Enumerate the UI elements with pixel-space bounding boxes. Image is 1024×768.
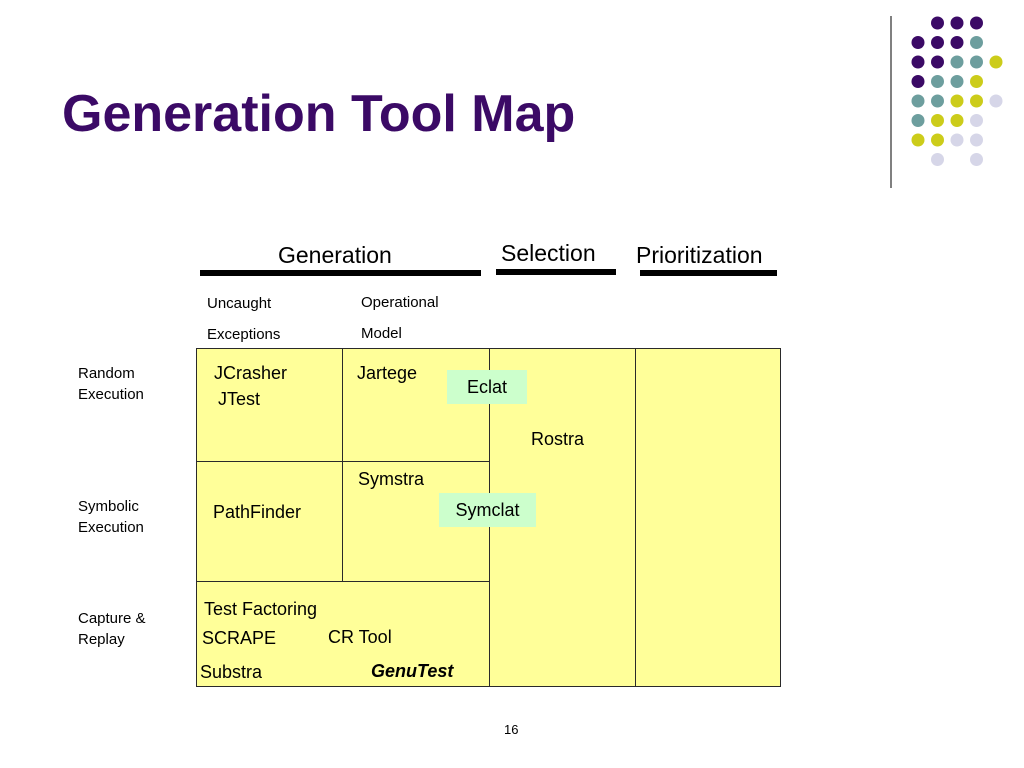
tool-cr-tool: CR Tool (328, 627, 392, 647)
decorative-dot (931, 94, 944, 108)
tool-test-factoring: Test Factoring (204, 599, 318, 619)
decorative-dot (931, 114, 944, 127)
row-label-capture-replay: Capture & Replay (78, 608, 146, 650)
decorative-dot (931, 55, 944, 69)
tool-genutest: GenuTest (371, 661, 454, 681)
decorative-dot (931, 36, 944, 49)
column-bar-selection (496, 269, 616, 275)
decorative-dot (950, 55, 964, 69)
tool-jartege: Jartege (357, 363, 418, 383)
decorative-dot (911, 94, 925, 108)
row-label-line: Execution (78, 519, 144, 536)
decorative-dot (911, 55, 925, 69)
decorative-dot (931, 133, 944, 147)
row-label-line: Random (78, 365, 135, 382)
tool-symstra: Symstra (358, 469, 425, 489)
decorative-dot (950, 133, 964, 147)
subheader-operational-line1: Operational (361, 294, 439, 311)
decorative-divider-line (890, 16, 892, 188)
slide-title: Generation Tool Map (62, 85, 576, 143)
decorative-dot (989, 55, 1003, 69)
decorative-dot (970, 36, 983, 49)
tool-eclat: Eclat (447, 370, 527, 404)
decorative-dot (911, 75, 925, 88)
tool-substra: Substra (200, 662, 263, 682)
decorative-dot (950, 94, 964, 108)
decorative-dot (989, 94, 1003, 108)
cell-random-uncaught (196, 348, 343, 462)
row-label-line: Execution (78, 386, 144, 403)
decorative-dot (931, 75, 944, 88)
decorative-dot (970, 94, 983, 108)
cell-capture-replay (196, 581, 490, 687)
subheader-uncaught-line2: Exceptions (207, 326, 281, 343)
row-label-line: Replay (78, 631, 125, 648)
decorative-dot (950, 114, 964, 127)
cell-prioritization (635, 348, 781, 687)
tool-rostra: Rostra (531, 429, 585, 449)
decorative-dot (970, 133, 983, 147)
decorative-dot (970, 75, 983, 88)
decorative-dot (970, 153, 983, 166)
subheader-operational-line2: Model (361, 325, 402, 342)
decorative-dot (970, 55, 983, 69)
decorative-dot (931, 153, 944, 166)
row-label-line: Capture & (78, 610, 146, 627)
decorative-dot (950, 16, 964, 30)
tool-pathfinder: PathFinder (213, 502, 302, 522)
cell-random-operational (342, 348, 490, 462)
decorative-dot-grid (911, 16, 1003, 166)
decorative-dot (911, 133, 925, 147)
subheader-uncaught-line1: Uncaught (207, 295, 272, 312)
tool-symclat: Symclat (439, 493, 536, 527)
tool-jcrasher: JCrasher (214, 363, 288, 383)
column-header-generation: Generation (278, 242, 392, 268)
row-label-line: Symbolic (78, 498, 139, 515)
column-bar-generation (200, 270, 481, 276)
decorative-dot (950, 36, 964, 49)
tool-jtest: JTest (218, 389, 261, 409)
decorative-dot (970, 16, 983, 30)
column-bar-prioritization (640, 270, 777, 276)
decorative-dot (931, 16, 944, 30)
page-number: 16 (504, 722, 519, 737)
decorative-dot (950, 75, 964, 88)
row-label-symbolic-execution: Symbolic Execution (78, 496, 144, 538)
decorative-dot (911, 36, 925, 49)
decorative-dot (911, 114, 925, 127)
row-label-random-execution: Random Execution (78, 363, 144, 405)
decorative-dot (970, 114, 983, 127)
tool-scrape: SCRAPE (202, 628, 277, 648)
column-header-selection: Selection (501, 240, 596, 266)
column-header-prioritization: Prioritization (636, 242, 763, 268)
